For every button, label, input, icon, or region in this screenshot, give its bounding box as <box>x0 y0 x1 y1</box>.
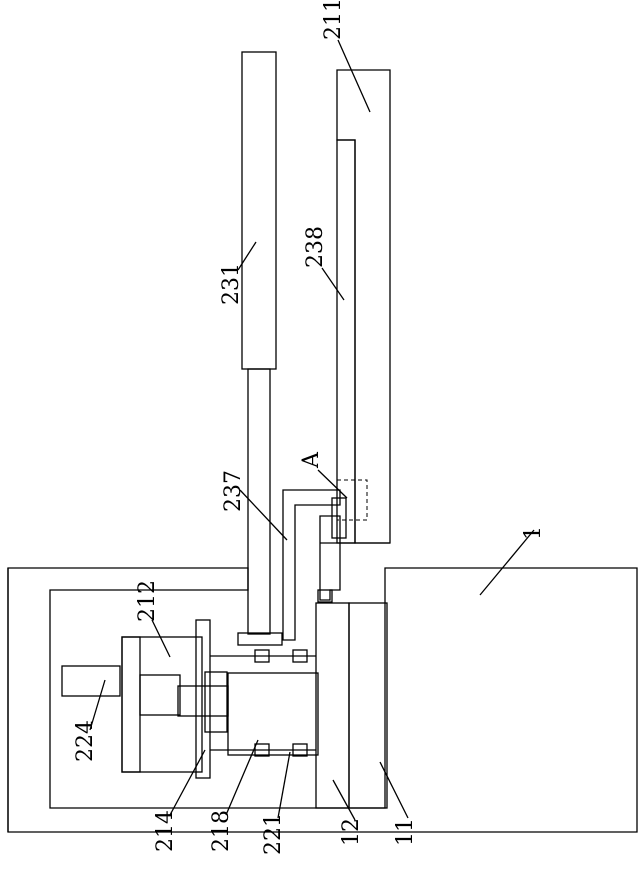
plate-11 <box>348 602 388 809</box>
leader-lines <box>89 39 535 821</box>
label-11: 11 <box>393 818 418 846</box>
rod-211-assembly <box>320 69 391 544</box>
coupling-inner <box>204 671 228 733</box>
label-12: 12 <box>339 818 364 846</box>
arm-231-stem <box>247 368 271 635</box>
bracket-237 <box>282 489 347 641</box>
label-238: 238 <box>303 226 328 268</box>
label-1: 1 <box>521 526 546 540</box>
plate-214 <box>195 619 211 779</box>
springs <box>210 649 316 757</box>
shaft-224 <box>61 665 121 697</box>
housing-212 <box>121 636 203 773</box>
label-221: 221 <box>261 813 286 855</box>
plate-214-top <box>237 632 283 646</box>
base-frame <box>7 567 638 833</box>
coupling <box>177 685 229 717</box>
detail-box-a <box>336 479 368 521</box>
label-224: 224 <box>73 720 98 762</box>
label-211: 211 <box>321 0 346 40</box>
motor-block <box>227 672 319 756</box>
label-212: 212 <box>135 580 160 622</box>
plate-12 <box>315 602 350 809</box>
arm-231 <box>241 51 277 370</box>
label-a: A <box>299 451 324 469</box>
label-237: 237 <box>221 470 246 512</box>
label-218: 218 <box>209 810 234 852</box>
label-231: 231 <box>219 263 244 305</box>
label-214: 214 <box>153 810 178 852</box>
